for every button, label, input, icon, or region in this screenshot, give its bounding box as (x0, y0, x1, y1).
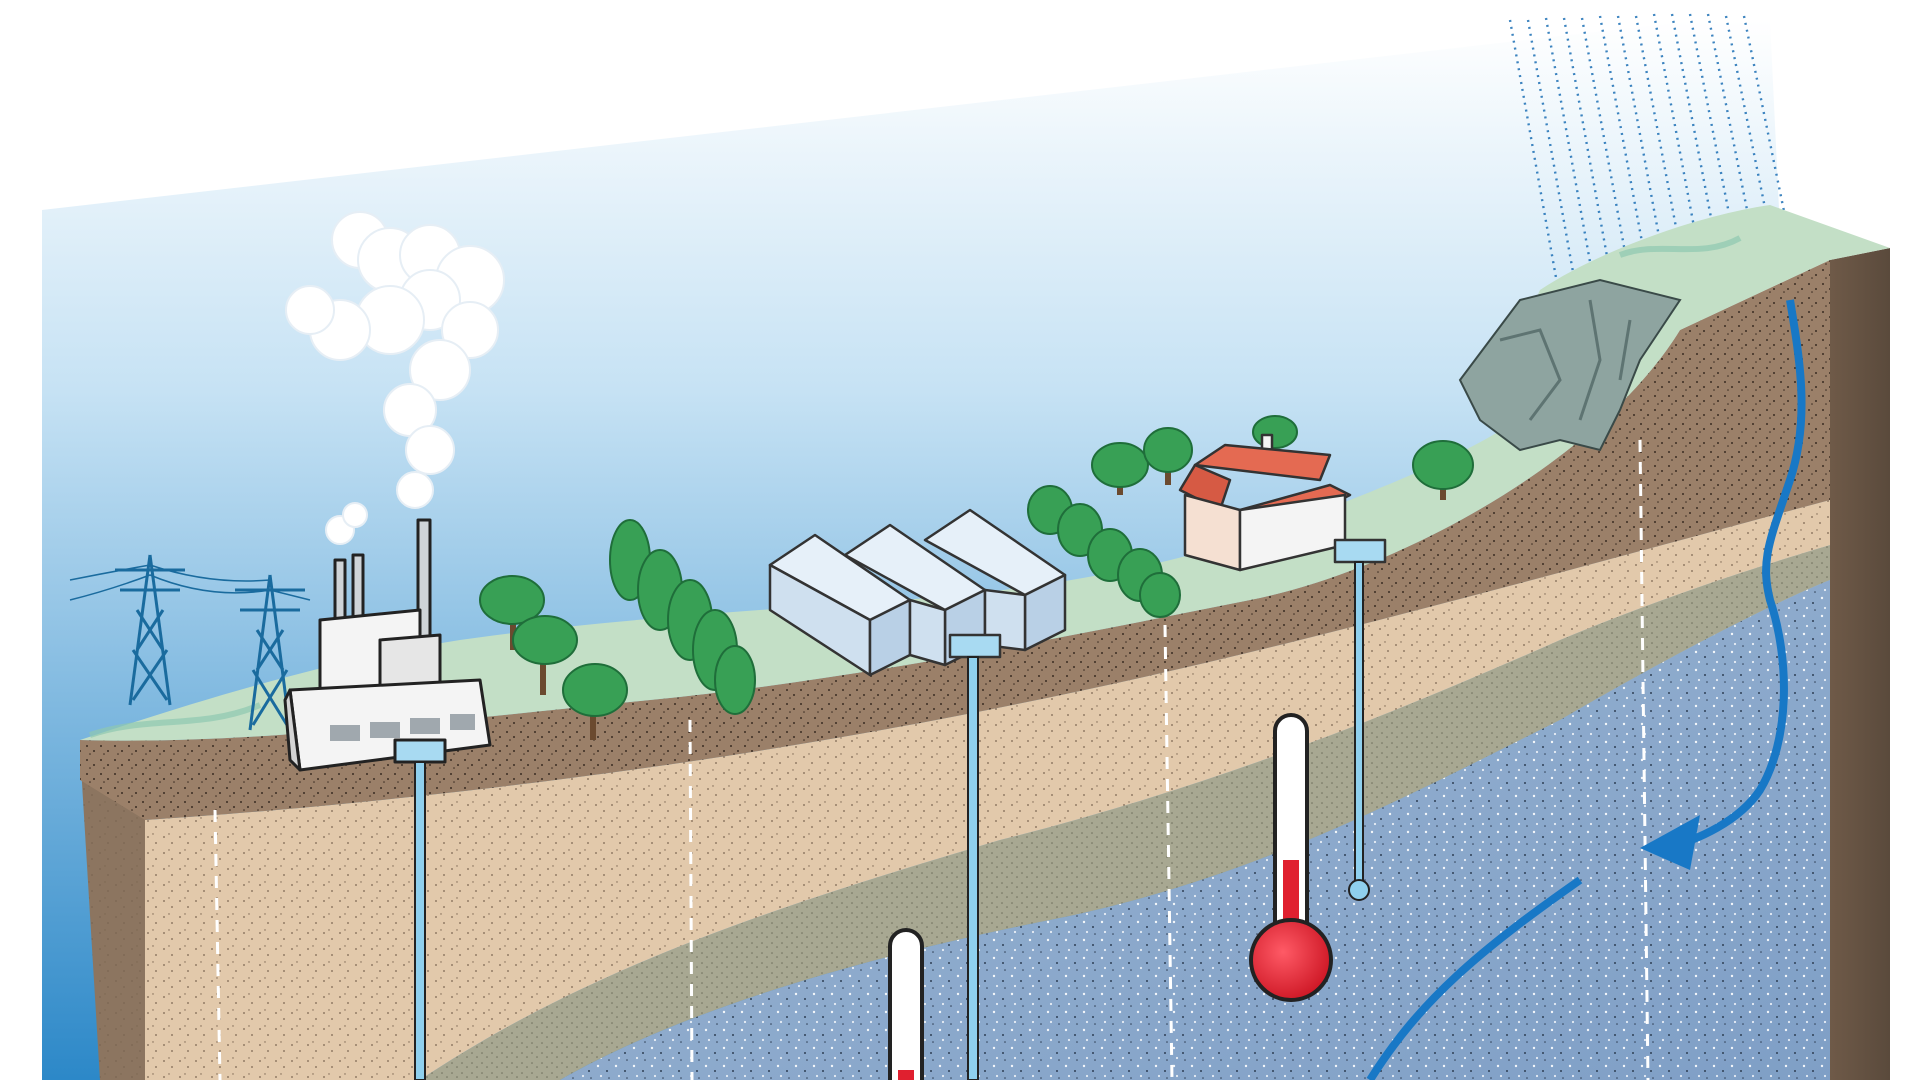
trees-upper (1091, 415, 1474, 500)
aquifer-flow-curve (1366, 876, 1583, 1080)
trees-left (479, 519, 756, 740)
power-plant (283, 518, 492, 772)
greenhouses (768, 508, 1067, 677)
block-right-side (1830, 248, 1890, 1080)
shallow-thermometer (888, 928, 924, 1080)
house (1178, 433, 1387, 572)
deep-thermometer (1249, 713, 1333, 1002)
dashed-boreholes (213, 439, 1650, 1080)
steam-cloud (285, 211, 505, 545)
groundwater-flow-arrow (1659, 299, 1806, 854)
rock-cliff (1458, 278, 1682, 452)
shallow-thermometer-fill (898, 1070, 914, 1080)
greenhouse-well-pipe (967, 656, 979, 1080)
wells (414, 561, 1370, 1080)
power-plant-well-pipe (414, 761, 426, 1080)
arrow-head (1640, 815, 1700, 870)
house-well-pipe (1354, 561, 1364, 883)
house-well-end (1348, 879, 1370, 901)
trees-middle (1027, 485, 1181, 618)
